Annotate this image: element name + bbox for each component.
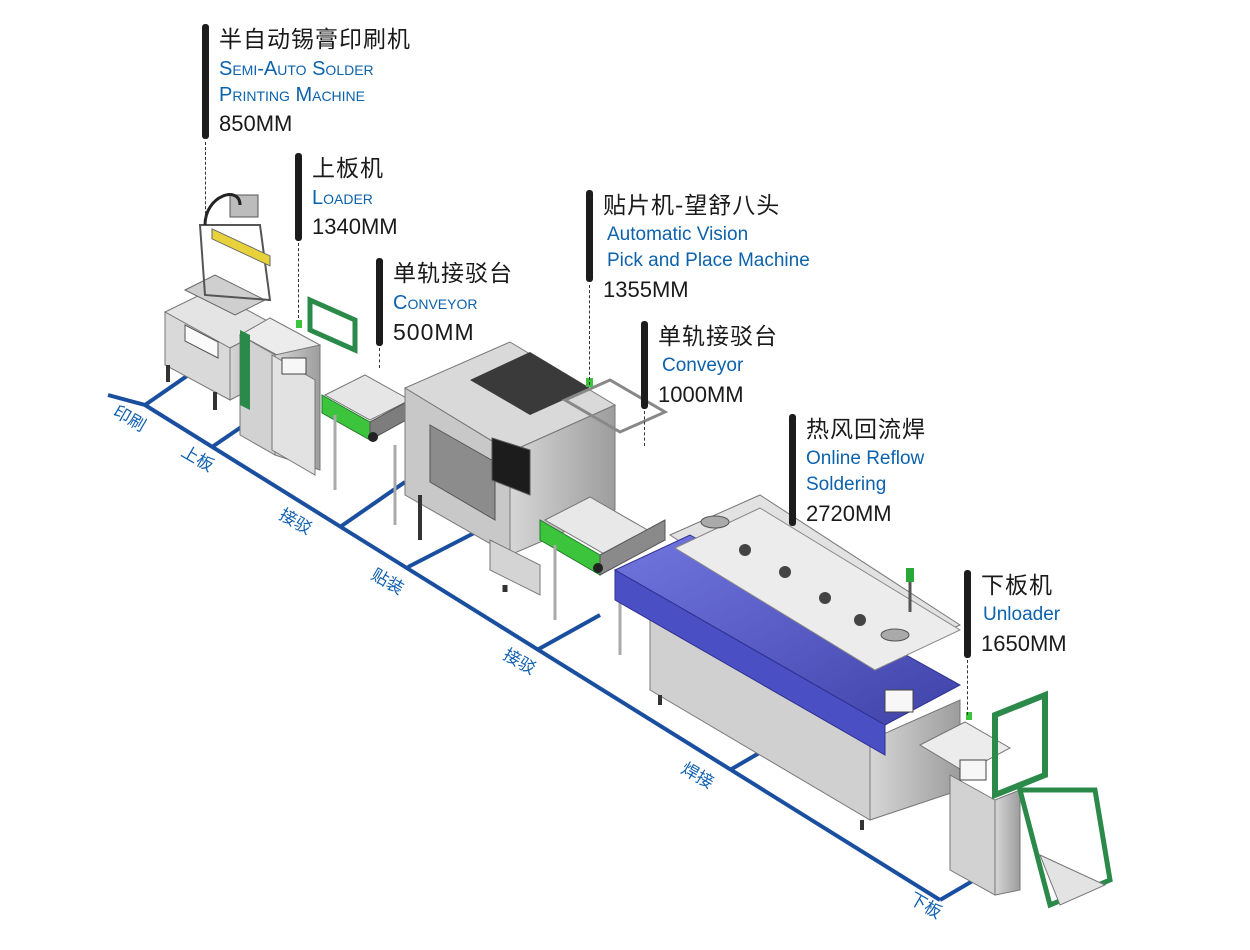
label-en-title-1: Loader <box>312 187 373 209</box>
unloader-machine <box>918 690 1113 909</box>
label-bar <box>789 414 796 526</box>
label-cn-title: 上板机 <box>312 156 384 182</box>
label-en-title-1: Conveyor <box>393 292 478 314</box>
label-length: 1355MM <box>603 277 689 302</box>
label-bar <box>295 153 302 241</box>
label-bar <box>586 190 593 282</box>
label-en-title-1: Online Reflow <box>806 448 925 469</box>
label-length: 1000MM <box>658 382 744 407</box>
conveyor-1000-machine <box>539 496 667 655</box>
loader-machine <box>238 296 358 476</box>
label-length: 2720MM <box>806 501 892 526</box>
label-leader-line <box>379 348 380 368</box>
zone-label-conveyor-1: 接驳 <box>276 505 315 539</box>
zone-label-conveyor-2: 接驳 <box>500 645 539 679</box>
label-en-title-2: Pick and Place Machine <box>607 250 810 271</box>
label-leader-line <box>589 285 590 385</box>
label-cn-title: 单轨接驳台 <box>393 261 513 287</box>
label-en-title-2: Soldering <box>806 474 887 495</box>
zone-label-mount: 贴装 <box>368 565 407 599</box>
label-cn-title: 热风回流焊 <box>806 417 926 443</box>
zone-label-print: 印刷 <box>110 402 149 436</box>
pick-and-place-machine <box>403 341 669 596</box>
label-en-title-1: Conveyor <box>662 355 744 376</box>
label-leader-line <box>205 142 206 224</box>
zone-label-solder: 焊接 <box>678 759 717 793</box>
label-cn-title: 下板机 <box>981 573 1053 599</box>
reflow-oven-machine <box>613 494 962 830</box>
label-length: 850MM <box>219 111 293 136</box>
label-cn-title: 贴片机-望舒八头 <box>603 193 781 219</box>
label-bar <box>376 258 383 346</box>
label-en-title-2: Printing Machine <box>219 84 366 106</box>
label-en-title-1: Unloader <box>983 604 1061 625</box>
label-length: 1650MM <box>981 631 1067 656</box>
conveyor-500-machine <box>321 374 412 525</box>
label-leader-line <box>644 411 645 446</box>
label-en-title-1: Semi-Auto Solder <box>219 58 374 80</box>
floor-dimension-line <box>107 358 1002 902</box>
label-en-title-1: Automatic Vision <box>607 224 749 245</box>
label-leader-line <box>298 243 299 318</box>
label-bar <box>641 321 648 409</box>
label-bar <box>964 570 971 658</box>
zone-label-unload: 下板 <box>906 889 945 923</box>
label-cn-title: 单轨接驳台 <box>658 324 778 350</box>
label-bar <box>202 24 209 139</box>
label-length: 1340MM <box>312 214 398 239</box>
label-leader-line <box>967 660 968 715</box>
label-cn-title: 半自动锡膏印刷机 <box>219 27 411 53</box>
label-length: 500MM <box>393 319 475 345</box>
